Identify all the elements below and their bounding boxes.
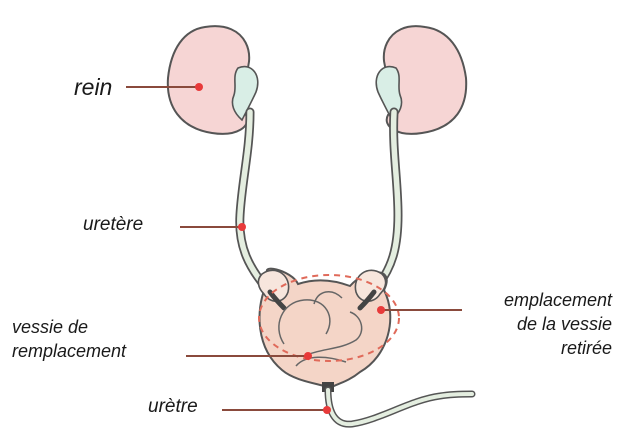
emplacement-marker xyxy=(377,306,385,314)
label-vessie-de-remplacement-line1: vessie de xyxy=(12,317,88,338)
right-ureter xyxy=(376,112,398,288)
left-kidney xyxy=(168,26,258,134)
label-rein: rein xyxy=(74,74,112,101)
label-emplacement-line3: retirée xyxy=(430,338,612,359)
rein-marker xyxy=(195,83,203,91)
urethra-catheter xyxy=(322,382,472,424)
label-vessie-de-remplacement-line2: remplacement xyxy=(12,341,126,362)
uretere-marker xyxy=(238,223,246,231)
label-emplacement-line1: emplacement xyxy=(430,290,612,311)
uretre-marker xyxy=(323,406,331,414)
label-uretre: urètre xyxy=(148,396,198,418)
replacement-bladder xyxy=(258,269,390,388)
label-uretere: uretère xyxy=(83,214,143,236)
left-ureter xyxy=(240,112,266,288)
vessie-marker xyxy=(304,352,312,360)
label-emplacement-line2: de la vessie xyxy=(430,314,612,335)
